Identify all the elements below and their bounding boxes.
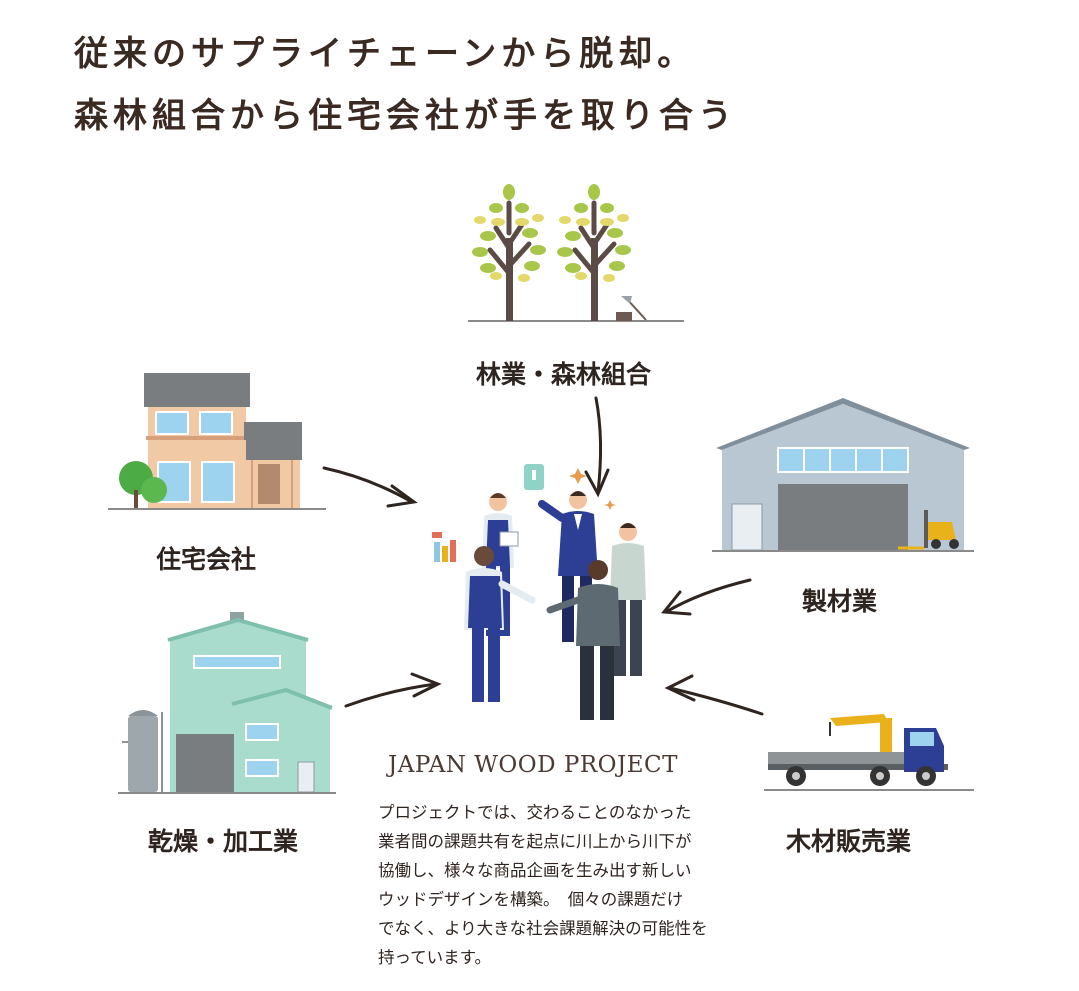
- arrow-from-housing: [324, 468, 412, 502]
- description-line: 協働し、様々な商品企画を生み出す新しい: [378, 856, 778, 885]
- project-title: JAPAN WOOD PROJECT: [388, 752, 678, 778]
- arrowhead-forestry: [586, 470, 608, 494]
- description-line: 持っています。: [378, 943, 778, 972]
- project-description: プロジェクトでは、交わることのなかった 業者間の課題共有を起点に川上から川下が …: [378, 798, 778, 972]
- arrow-from-forestry: [596, 398, 601, 492]
- arrow-from-drying: [346, 684, 436, 706]
- description-line: 業者間の課題共有を起点に川上から川下が: [378, 827, 778, 856]
- description-line: プロジェクトでは、交わることのなかった: [378, 798, 778, 827]
- description-line: ウッドデザインを構築。 個々の課題だけ: [378, 885, 778, 914]
- arrow-from-lumber: [670, 688, 762, 714]
- description-line: でなく、より大きな社会課題解決の可能性を: [378, 914, 778, 943]
